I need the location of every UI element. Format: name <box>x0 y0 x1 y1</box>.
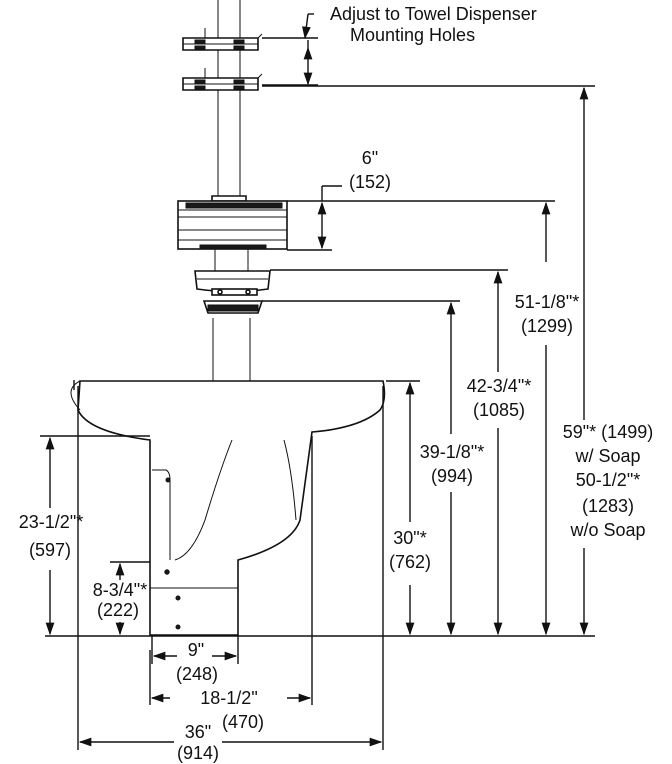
dim-6-inch: 6" <box>361 148 379 168</box>
dim-39-mm: (994) <box>430 466 474 486</box>
dim-51-inch: 51-1/8"* <box>514 292 580 312</box>
fixture-column <box>177 0 288 381</box>
towel-bracket-upper <box>182 28 263 51</box>
dim-36-mm: (914) <box>176 743 220 763</box>
adjust-label-line1: Adjust to Towel Dispenser <box>330 4 537 24</box>
dim-51-mm: (1299) <box>520 316 574 336</box>
dim-42-inch: 42-3/4"* <box>466 376 532 396</box>
adjust-label-line2: Mounting Holes <box>350 25 476 45</box>
dim-8-inch: 8-3/4"* <box>92 580 148 600</box>
dim-18-mm: (470) <box>221 712 265 732</box>
dim-30-mm: (762) <box>388 552 432 572</box>
control-body <box>194 270 271 314</box>
dim-18-inch: 18-1/2" <box>200 688 258 708</box>
dimension-lines <box>40 13 595 750</box>
dim-59-line1: 59"* (1499) <box>562 422 654 442</box>
dim-59-line4: (1283) <box>581 496 635 516</box>
dim-39-inch: 39-1/8"* <box>419 442 485 462</box>
dim-9-mm: (248) <box>175 664 219 684</box>
dim-9-inch: 9" <box>187 640 205 660</box>
dim-59-line3: 50-1/2"* <box>575 470 641 490</box>
dim-8-mm: (222) <box>96 600 140 620</box>
dim-30-inch: 30"* <box>393 528 427 548</box>
dim-59-line5: w/o Soap <box>570 520 646 540</box>
spray-head-housing <box>177 195 288 250</box>
dim-36-inch: 36" <box>184 722 212 742</box>
dim-23-mm: (597) <box>28 540 72 560</box>
dim-23-inch: 23-1/2"* <box>18 512 84 532</box>
towel-bracket-lower <box>182 68 263 91</box>
dim-59-line2: w/ Soap <box>575 446 641 466</box>
dim-42-mm: (1085) <box>472 400 526 420</box>
dim-6-mm: (152) <box>348 172 392 192</box>
